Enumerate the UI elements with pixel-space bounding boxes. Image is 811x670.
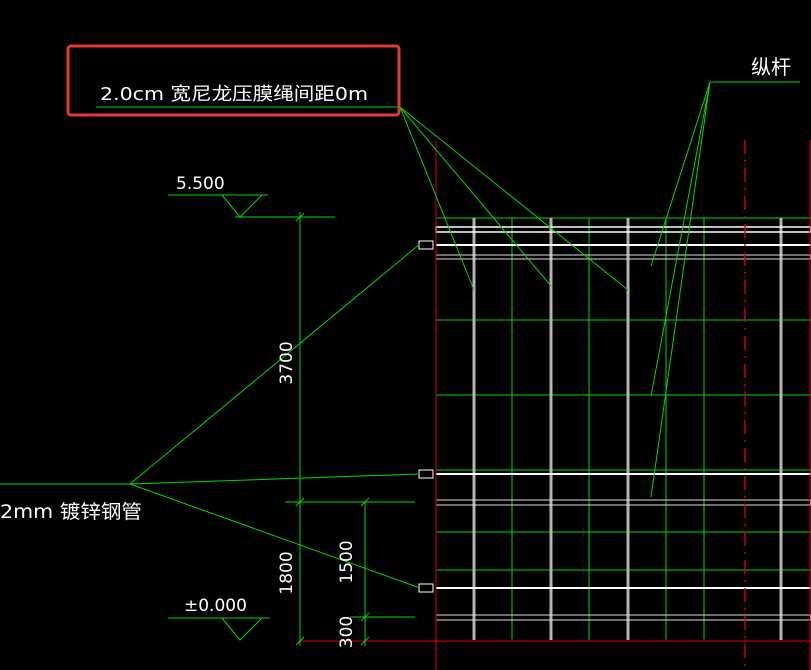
highlight-box [66, 44, 401, 117]
elevation-top-label: 5.500 [176, 174, 225, 194]
film-rope-label: 2.0cm 宽尼龙压膜绳间距0m [100, 84, 368, 105]
elevation-marker-ground [168, 617, 270, 641]
leader-lines [0, 81, 800, 589]
structure-grid [300, 140, 811, 670]
dimension-3700: 3700 [277, 341, 297, 384]
pipe-label: 2mm 镀锌钢管 [0, 501, 142, 523]
dimension-1800: 1800 [277, 551, 297, 594]
longitudinal-bar-label: 纵杆 [751, 55, 791, 79]
dimension-300: 300 [337, 616, 357, 648]
elevation-ground-label: ±0.000 [184, 596, 247, 616]
dimension-1500: 1500 [337, 540, 357, 583]
dimension-lines [285, 212, 415, 646]
elevation-marker-top [168, 194, 335, 218]
